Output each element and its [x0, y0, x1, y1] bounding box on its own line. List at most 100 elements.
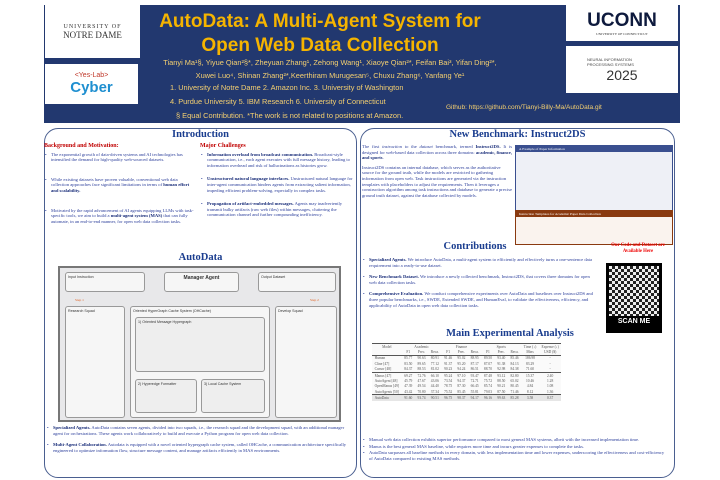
metric-cell: 85.74: [483, 384, 493, 389]
message-hypergraph-box: 1) Oriented Message Hypergraph: [135, 317, 265, 372]
column-subheader: Reca.: [470, 350, 479, 355]
metric-cell: 91.38: [497, 361, 506, 366]
metric-cell: -: [549, 367, 551, 372]
benchmark-text: The first instruction to the dataset ben…: [362, 144, 513, 198]
local-cache-box: 3) Local Cache System: [201, 379, 265, 413]
metric-cell: 71.46: [510, 389, 519, 394]
model-name-cell: Human: [374, 356, 386, 361]
template-card-title: Instruction Templates for Academic Paper…: [516, 211, 672, 217]
metric-cell: 70.80: [417, 389, 426, 394]
metric-cell: 94.17: [470, 396, 479, 401]
metric-cell: 91.37: [444, 361, 453, 366]
metric-cell: 0.37: [546, 396, 554, 401]
c-text: We introduce AutoData, a multi-agent sys…: [369, 257, 593, 268]
develop-squad-box: Develop Squad: [275, 306, 337, 418]
metric-cell: 66.10: [430, 373, 439, 378]
metric-cell: 43.06: [430, 378, 439, 383]
metric-cell: 1.28: [546, 378, 554, 383]
metric-cell: 75.52: [444, 389, 453, 394]
ad-text: AutoData contains seven agents, divided …: [53, 425, 345, 436]
step2-label: Step 2: [310, 298, 319, 302]
metric-cell: 87.48: [483, 373, 493, 378]
metric-cell: 4.84: [526, 384, 534, 389]
column-subheader: Prec.: [417, 350, 426, 355]
column-subheader: Prec.: [457, 350, 466, 355]
metric-cell: -: [549, 361, 551, 366]
metric-cell: 98.37: [457, 396, 466, 401]
column-group-header: Expense (↓): [538, 343, 562, 350]
experiment-note: Manual web data collection exhibits supe…: [362, 437, 667, 443]
model-name-cell: AutoAgent [48]: [374, 378, 398, 383]
metric-cell: 87.17: [470, 361, 479, 366]
bt: instruction: [382, 144, 403, 149]
metric-cell: 93.74: [417, 396, 426, 401]
output-dataset-box: Output Dataset: [258, 272, 336, 292]
metric-cell: 89.50: [483, 356, 493, 361]
column-group-header: Time (↓): [521, 343, 539, 350]
bg-text: that can fully automate, in an end-to-en…: [51, 213, 188, 224]
c-bold: New Benchmark Dataset.: [369, 274, 419, 280]
metric-cell: 94.37: [457, 378, 466, 383]
metric-cell: 81.02: [430, 367, 439, 372]
metric-cell: 88.53: [417, 367, 426, 372]
bt: academic, finance, and sports: [362, 149, 512, 161]
c-text: We conduct comprehensive experiments ove…: [369, 291, 593, 308]
model-name-cell: Cline [47]: [374, 361, 390, 366]
example-card-title: A Example of Paper Information: [516, 146, 672, 152]
metric-cell: 96.75: [444, 396, 453, 401]
metric-cell: 2.40: [546, 373, 554, 378]
metric-cell: 89.65: [417, 361, 426, 366]
github-link[interactable]: Github: https://github.com/Tianyi-Billy-…: [446, 104, 602, 111]
metric-cell: 71.60: [525, 367, 535, 372]
metric-cell: 93.40: [497, 356, 506, 361]
qr-pattern: [609, 266, 659, 316]
affiliations-1: 1. University of Notre Dame 2. Amazon In…: [170, 83, 404, 92]
metric-cell: 95.02: [457, 356, 466, 361]
metric-cell: 77.12: [430, 361, 439, 366]
metric-cell: 96.16: [483, 396, 493, 401]
background-item: Motivated by the rapid advancement of AI…: [44, 208, 196, 225]
ch-bold: Propagation of artifact-embedded message…: [207, 201, 294, 207]
challenge-item: Propagation of artifact-embedded message…: [200, 201, 355, 218]
metric-cell: 87.30: [457, 384, 466, 389]
contribution-item: New Benchmark Dataset. We introduce a ne…: [362, 274, 597, 285]
nd-logo-bottom: NOTRE DAME: [63, 29, 122, 40]
metric-cell: 85.77: [404, 356, 413, 361]
metric-cell: 92.98: [497, 367, 506, 372]
metric-cell: 3.58: [526, 396, 534, 401]
bt: Instruct2DS.: [475, 144, 501, 149]
metric-cell: 72.71: [470, 378, 479, 383]
metric-cell: 87.07: [483, 361, 493, 366]
column-subheader: Mins: [526, 350, 534, 355]
authors-line2: Xuwei Luo⁴, Shinan Zhang²*,Keerthiram Mu…: [195, 71, 465, 80]
neurips-logo-year: 2025: [606, 66, 638, 83]
step1-label: Step 1: [75, 298, 84, 302]
column-subheader: F1: [446, 350, 451, 355]
column-group-header: Model: [372, 343, 402, 350]
metric-cell: 91.46: [444, 356, 453, 361]
ohcache-label: Oriented HyperGraph Cache System (OHCach…: [133, 309, 211, 313]
background-item: The exponential growth of data-driven sy…: [44, 152, 196, 163]
metric-cell: 1.08: [546, 384, 554, 389]
metric-cell: 85.45: [457, 389, 466, 394]
metric-cell: 95.24: [444, 373, 453, 378]
metric-cell: 94.24: [457, 367, 466, 372]
neurips-logo-text: NEURAL INFORMATION PROCESSING SYSTEMS: [587, 56, 634, 67]
uconn-logo-sub: UNIVERSITY OF CONNECTICUT: [596, 32, 648, 36]
metric-cell: 45.79: [404, 378, 413, 383]
column-subheader: Reca.: [510, 350, 519, 355]
lab-logo-top: <Yes-Lab>: [74, 72, 109, 79]
intro-heading: Introduction: [172, 129, 229, 140]
metric-cell: 86.51: [470, 367, 479, 372]
background-item: While existing datasets have proven valu…: [44, 177, 196, 194]
qr-code[interactable]: SCAN ME: [606, 263, 662, 333]
ad-bold: Multi-Agent Collaboration.: [53, 442, 107, 448]
instruction-template-card: Instruction Templates for Academic Paper…: [515, 210, 673, 245]
column-subheader: Prec.: [497, 350, 505, 355]
authors-line1: Tianyi Ma¹§, Yiyue Qian²§*, Zheyuan Zhan…: [163, 58, 497, 67]
model-name-cell: AutoData: [374, 396, 389, 401]
c-bold: Specialized Agents.: [369, 257, 407, 262]
title-line2: Open Web Data Collection: [201, 35, 439, 56]
